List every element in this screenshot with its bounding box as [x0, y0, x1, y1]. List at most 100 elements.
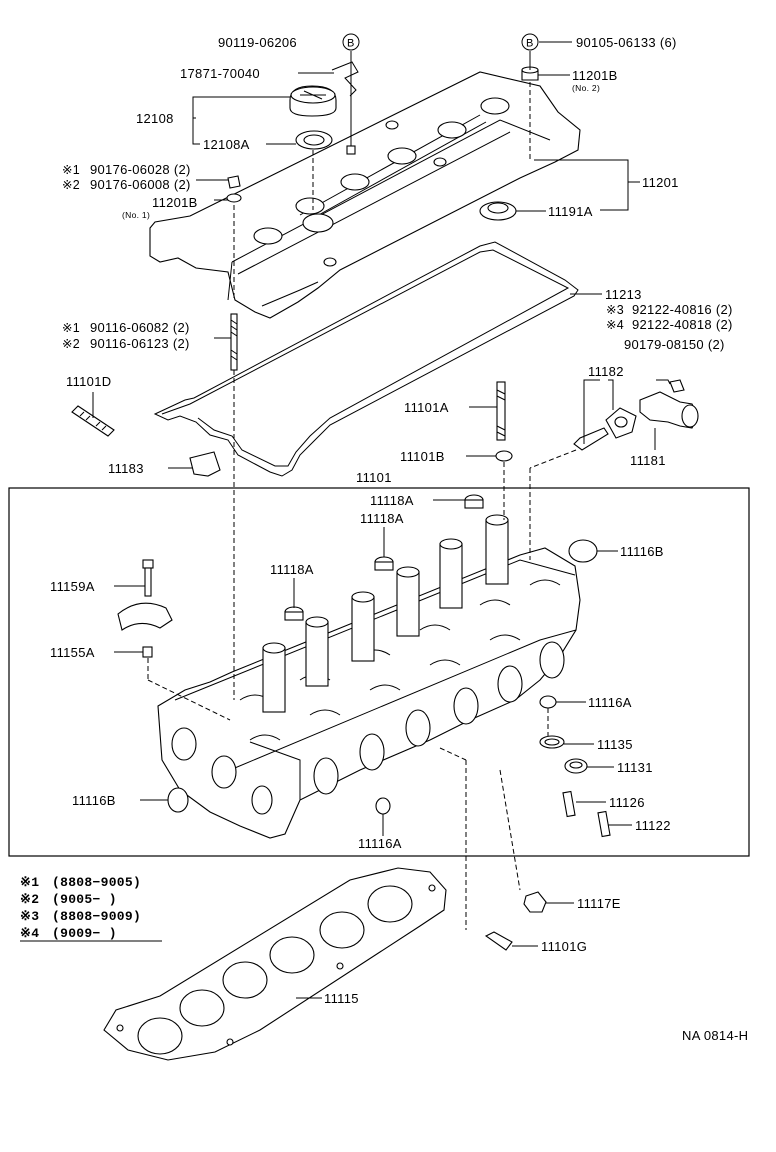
circle-b-right: B — [526, 38, 534, 50]
clamp-17871 — [331, 61, 359, 97]
label-11116A-bottom: 11116A — [358, 836, 402, 851]
label-11201B-no1: 11201B — [152, 195, 198, 210]
valve-cover-gasket — [153, 241, 579, 477]
note-mark-4: ※4 — [20, 926, 39, 941]
spark-plug-holes — [253, 97, 510, 245]
washer-11101B — [495, 450, 513, 462]
plug-tubes — [262, 514, 509, 713]
plug-11116B-top — [568, 539, 598, 563]
label-17871: 17871-70040 — [180, 66, 260, 81]
note-range-4: (9009− ) — [52, 926, 117, 941]
label-12108A: 12108A — [203, 137, 250, 152]
label-11116B-left: 11116B — [72, 793, 116, 808]
plug-11116A-right — [539, 695, 557, 709]
label-11135: 11135 — [597, 737, 633, 752]
pin-11155A — [142, 646, 153, 658]
label-11101D: 11101D — [66, 374, 111, 389]
note-range-1: (8808−9005) — [52, 875, 141, 890]
part-labels: 90119-06206 17871-70040 12108 12108A 901… — [50, 35, 733, 1006]
label-11201: 11201 — [642, 175, 679, 190]
circle-b-left: B — [347, 38, 355, 50]
label-11201B-no2-note: (No. 2) — [572, 83, 600, 93]
label-11213: 11213 — [605, 287, 642, 302]
label-90116-b: 90116-06123 (2) — [90, 336, 190, 351]
label-12108: 12108 — [136, 111, 174, 126]
label-90176-a: 90176-06028 (2) — [90, 162, 191, 177]
label-11182: 11182 — [588, 364, 624, 379]
valve-cover-group — [149, 71, 581, 319]
label-11201B-no2: 11201B — [572, 68, 618, 83]
label-90105: 90105-06133 (6) — [576, 35, 677, 50]
bolt-90119 — [346, 145, 356, 155]
notes-legend: ※1 (8808−9005) ※2 (9005− ) ※3 (8808−9009… — [20, 875, 162, 942]
guide-11126 — [562, 790, 576, 818]
seal-11131 — [564, 758, 588, 774]
note-mark-1: ※1 — [20, 875, 39, 890]
seal-11135 — [539, 735, 565, 749]
plug-tube-seal — [479, 201, 517, 221]
stud-90116 — [230, 313, 238, 371]
label-90179: 90179-08150 (2) — [624, 337, 725, 352]
stud-92122 — [573, 427, 609, 451]
label-11118A-2: 11118A — [360, 511, 404, 526]
label-11122: 11122 — [635, 818, 671, 833]
label-90176-b: 90176-06008 (2) — [90, 177, 191, 192]
label-11118A-3: 11118A — [270, 562, 314, 577]
cover-bolt-90176 — [226, 175, 242, 203]
cylinder-head — [157, 547, 581, 839]
stud-11101D — [71, 405, 115, 437]
label-star1-b: ※1 — [62, 321, 80, 335]
plug-11117E — [523, 891, 547, 913]
label-92122-a: 92122-40816 (2) — [632, 302, 733, 317]
note-range-2: (9005− ) — [52, 892, 117, 907]
label-11201B-no1-note: (No. 1) — [122, 210, 150, 220]
leader-lines — [92, 41, 671, 999]
label-11183: 11183 — [108, 461, 144, 476]
label-11191A: 11191A — [548, 204, 593, 219]
label-star2-b: ※2 — [62, 337, 80, 351]
label-11115: 11115 — [324, 991, 359, 1006]
bolt-11159A — [142, 559, 154, 597]
bracket-11183 — [189, 451, 221, 477]
stud-11101A — [496, 381, 506, 441]
label-11181: 11181 — [630, 453, 666, 468]
oil-filler-cap — [289, 85, 337, 117]
note-mark-2: ※2 — [20, 892, 39, 907]
label-90116-a: 90116-06082 (2) — [90, 320, 190, 335]
water-outlet-11181 — [639, 379, 699, 429]
gasket-11182 — [605, 407, 637, 439]
label-11116A-right: 11116A — [588, 695, 632, 710]
label-star3: ※3 — [606, 303, 624, 317]
plug-11116B-left — [167, 787, 189, 813]
note-mark-3: ※3 — [20, 909, 39, 924]
label-11101G: 11101G — [541, 939, 587, 954]
label-11101B: 11101B — [400, 449, 445, 464]
pin-11101G — [484, 931, 513, 951]
label-11131: 11131 — [617, 760, 653, 775]
stem-seals — [284, 494, 484, 621]
guide-11122 — [597, 810, 611, 838]
label-11101: 11101 — [356, 470, 392, 485]
label-11155A: 11155A — [50, 645, 95, 660]
label-11116B-top: 11116B — [620, 544, 664, 559]
label-star2-a: ※2 — [62, 178, 80, 192]
label-11126: 11126 — [609, 795, 645, 810]
label-11159A: 11159A — [50, 579, 95, 594]
cap-gasket — [295, 130, 333, 150]
bearing-cap — [117, 602, 173, 631]
label-90119: 90119-06206 — [218, 35, 297, 50]
label-star1-a: ※1 — [62, 163, 80, 177]
note-range-3: (8808−9009) — [52, 909, 141, 924]
head-gasket — [103, 867, 447, 1061]
label-11118A-1: 11118A — [370, 493, 414, 508]
circle-b-markers: B B — [342, 33, 539, 51]
label-11101A: 11101A — [404, 400, 449, 415]
dashed-guides — [147, 82, 577, 930]
label-star4: ※4 — [606, 318, 624, 332]
label-92122-b: 92122-40818 (2) — [632, 317, 733, 332]
label-11117E: 11117E — [577, 896, 621, 911]
reference-code: NA 0814-H — [682, 1028, 748, 1043]
cylinder-head-box — [8, 487, 750, 857]
plug-11116A-bottom — [375, 797, 391, 815]
